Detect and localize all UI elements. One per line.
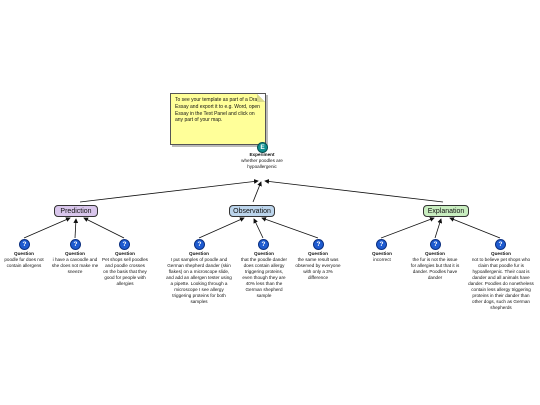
question-icon[interactable]: ?: [70, 239, 81, 250]
question-node[interactable]: Question I put samples of poodle and Ger…: [165, 251, 233, 305]
question-text: i have a cavoodle and she does not make …: [51, 256, 99, 274]
category-prediction[interactable]: Prediction: [54, 205, 98, 217]
question-node[interactable]: Question Pet shops sell poodles and pood…: [102, 251, 148, 287]
experiment-icon[interactable]: E: [257, 142, 268, 153]
link-explanation-experiment: [264, 179, 444, 203]
question-title: Question: [491, 251, 511, 256]
question-icon[interactable]: ?: [194, 239, 205, 250]
question-text: incorrect: [373, 256, 391, 262]
link-q3-prediction: [83, 217, 125, 239]
question-title: Question: [65, 251, 85, 256]
question-text: not to believe pet shops who claim that …: [468, 256, 534, 310]
instruction-note[interactable]: To see your template as part of a Draft …: [170, 93, 266, 145]
question-icon[interactable]: ?: [19, 239, 30, 250]
question-title: Question: [254, 251, 274, 256]
question-title: Question: [308, 251, 328, 256]
link-q4-observation: [198, 217, 245, 239]
question-title: Question: [189, 251, 209, 256]
link-q7-explanation: [380, 217, 435, 239]
experiment-title: Experiment: [249, 152, 275, 157]
question-icon[interactable]: ?: [258, 239, 269, 250]
question-text: the fur is not the issue for allergies b…: [410, 256, 460, 280]
question-title: Question: [425, 251, 445, 256]
link-q8-explanation: [434, 218, 443, 239]
category-observation[interactable]: Observation: [229, 205, 275, 217]
question-node[interactable]: Question incorrect: [362, 251, 402, 263]
question-title: Question: [14, 251, 34, 256]
link-q9-explanation: [449, 217, 501, 239]
category-explanation-label: Explanation: [427, 208, 465, 215]
link-q6-observation: [261, 217, 319, 239]
question-node[interactable]: Question that the poodle dander does con…: [240, 251, 288, 299]
question-node[interactable]: Question the fur is not the issue for al…: [410, 251, 460, 281]
question-node[interactable]: Question the same result was observed by…: [294, 251, 342, 281]
question-node[interactable]: Question i have a cavoodle and she does …: [51, 251, 99, 275]
link-q1-prediction: [23, 217, 71, 239]
question-title: Question: [115, 251, 135, 256]
note-fold-corner: [257, 94, 265, 102]
question-icon[interactable]: ?: [430, 239, 441, 250]
question-icon[interactable]: ?: [495, 239, 506, 250]
category-observation-label: Observation: [233, 208, 271, 215]
link-observation-experiment: [252, 181, 262, 203]
question-icon[interactable]: ?: [376, 239, 387, 250]
question-text: that the poodle dander does contain alle…: [241, 256, 287, 298]
note-text: To see your template as part of a Draft …: [175, 97, 261, 124]
experiment-description: whether poodles are hypoallergenic: [241, 157, 283, 169]
link-prediction-experiment: [79, 179, 259, 203]
link-q5-observation: [253, 218, 264, 239]
question-text: the same result was observed by everyone…: [295, 256, 341, 280]
question-text: poodle fur does not contain allergens: [4, 256, 44, 268]
question-title: Question: [372, 251, 392, 256]
category-explanation[interactable]: Explanation: [423, 205, 469, 217]
category-prediction-label: Prediction: [60, 208, 92, 215]
question-text: I put samples of poodle and German sheph…: [166, 256, 232, 304]
question-icon[interactable]: ?: [119, 239, 130, 250]
question-node[interactable]: Question not to believe pet shops who cl…: [467, 251, 535, 311]
question-text: Pet shops sell poodles and poodle crosse…: [102, 256, 148, 286]
experiment-node[interactable]: Experiment whether poodles are hypoaller…: [230, 152, 294, 170]
link-q2-prediction: [73, 218, 79, 239]
question-node[interactable]: Question poodle fur does not contain all…: [2, 251, 46, 269]
question-icon[interactable]: ?: [313, 239, 324, 250]
